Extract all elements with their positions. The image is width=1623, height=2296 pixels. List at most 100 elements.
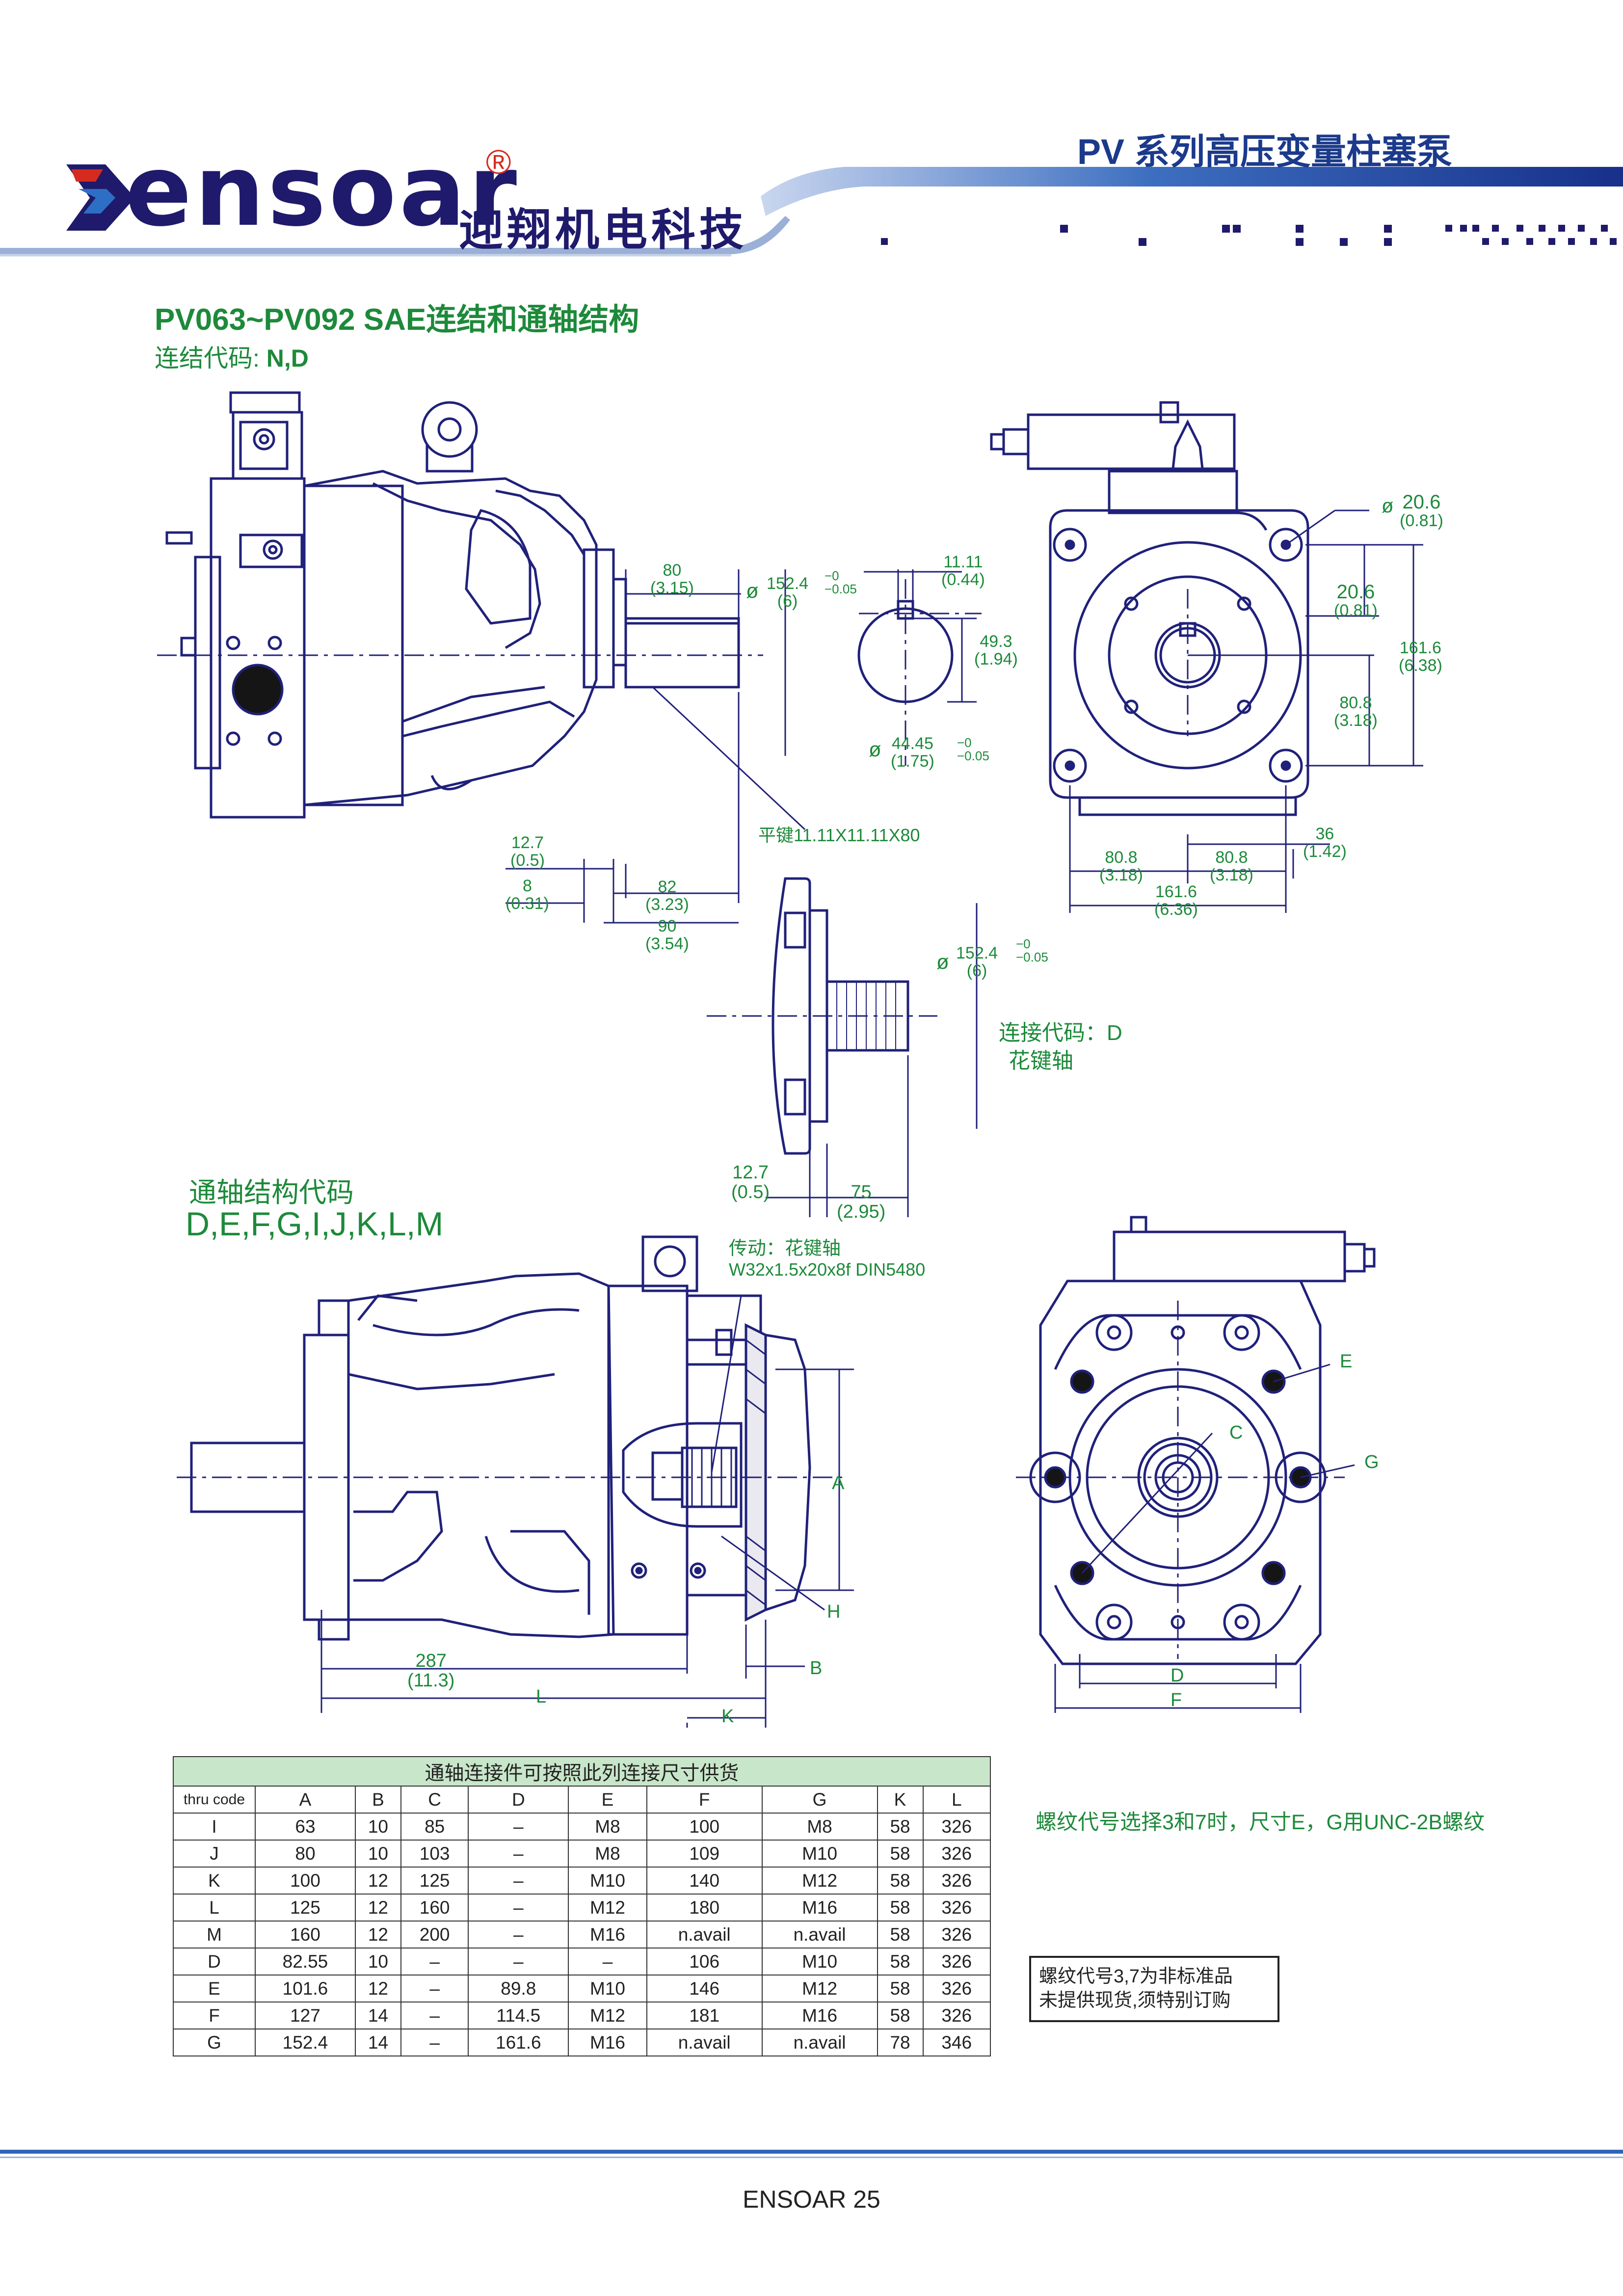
dim-808h1: 80.8(3.18) [1099,849,1143,884]
label-L: L [536,1686,547,1707]
label-G: G [1364,1452,1379,1472]
table-cell: 146 [646,1975,763,2002]
table-cell: M8 [761,1813,878,1841]
table-cell: – [468,1813,569,1841]
table-cell: 161.6 [468,2029,569,2056]
dim-75: 75(2.95) [837,1182,886,1222]
table-cell: 63 [255,1813,356,1841]
table-cell: 326 [922,1975,991,2002]
pump-side-view [165,391,740,819]
dim-493-in: (1.94) [974,649,1018,668]
table-cell: 14 [354,2029,401,2056]
drawings-bottom [177,1216,1376,1728]
thru-pump-front-view [1029,1216,1376,1665]
dim-808h1-in: (3.18) [1099,865,1143,884]
table-cell: 200 [400,1921,469,1949]
table-cell: – [400,2002,469,2029]
tol-mid-1524: −0 −0.05 [1016,936,1048,965]
col-header: E [568,1786,647,1814]
logo-wordmark: ensoar [125,134,520,248]
phi-mid-1524: ø [936,950,949,973]
key-spec: 平键11.11X11.11X80 [758,825,920,845]
dim-36-in: (1.42) [1303,842,1347,861]
dim-287: 287(11.3) [407,1651,454,1691]
spline-shaft-label: 花键轴 [1009,1049,1073,1073]
series-title: PV 系列高压变量柱塞泵 [1077,133,1453,172]
table-cell: 82.55 [255,1948,356,1976]
spline-flange-view [772,877,909,1155]
table-cell: G [173,2029,256,2056]
table-cell: F [173,2002,256,2029]
table-cell: M8 [568,1813,647,1841]
company-name: 迎翔机电科技 [459,206,747,255]
table-cell: 58 [877,2002,924,2029]
table-cell: 12 [354,1921,401,1949]
dim-mid-127-mm: 12.7 [732,1162,769,1183]
table-cell: 180 [646,1894,763,1922]
col-header: K [877,1786,924,1814]
dim-75-in: (2.95) [837,1201,886,1222]
table-cell: 58 [877,1840,924,1868]
table-cell: 326 [922,1867,991,1895]
table-cell: – [568,1948,647,1976]
dim-75-mm: 75 [851,1182,872,1202]
dim-287-mm: 287 [415,1651,447,1671]
table-cell: M [173,1921,256,1949]
table-cell: 58 [877,1975,924,2002]
table-cell: E [173,1975,256,2002]
table-caption: 通轴连接件可按照此列连接尺寸供货 [173,1756,991,1787]
registered-mark: ® [486,143,511,181]
connection-codes: N,D [266,345,309,372]
table-cell: M10 [761,1948,878,1976]
table-cell: 103 [400,1840,469,1868]
drive-spec: W32x1.5x20x8f DIN5480 [729,1259,926,1280]
table-cell: M16 [761,1894,878,1922]
table-cell: 100 [646,1813,763,1841]
table-cell: 12 [354,1867,401,1895]
dim-493: 49.3(1.94) [974,633,1018,668]
label-B: B [810,1658,823,1679]
table-cell: 100 [255,1867,356,1895]
table-cell: – [468,1921,569,1949]
dim-808v-mm: 80.8 [1339,694,1372,712]
dim-1616v: 161.6(6.38) [1399,639,1442,674]
dim-1616h-in: (6.36) [1154,900,1198,919]
table-cell: M10 [568,1975,647,2002]
page-footer: ENSOAR 25 [743,2186,880,2213]
table-cell: M8 [568,1840,647,1868]
dim-80: 80(3.15) [650,561,694,597]
table-cell: 101.6 [255,1975,356,2002]
table-cell: 160 [255,1921,356,1949]
shaft-key-view [857,569,977,703]
col-header: C [400,1786,469,1814]
dim-1111-mm: 11.11 [943,553,983,571]
logo-mark-icon [66,164,135,231]
dim-808h2: 80.8(3.18) [1210,849,1253,884]
table-cell: 140 [646,1867,763,1895]
table-cell: – [468,1948,569,1976]
table-cell: I [173,1813,256,1841]
table-cell: – [400,1948,469,1976]
table-cell: 125 [255,1894,356,1922]
table-cell: M16 [568,1921,647,1949]
table-cell: 78 [877,2029,924,2056]
table-cell: 106 [646,1948,763,1976]
header-band [0,167,1623,257]
table-cell: – [400,2029,469,2056]
dim-1616h: 161.6(6.36) [1154,883,1198,918]
dim-90-in: (3.54) [645,934,689,953]
thread-note: 螺纹代号选择3和7时，尺寸E，G用UNC-2B螺纹 [1036,1811,1485,1834]
label-E: E [1340,1351,1353,1372]
table-cell: 58 [877,1921,924,1949]
dim-82: 82(3.23) [645,878,689,913]
label-K: K [721,1706,734,1727]
nonstandard-note-box: 螺纹代号3,7为非标准品 未提供现货,须特别订购 [1029,1956,1279,2022]
dim-8-in: (0.31) [506,894,549,913]
dim-8-mm: 8 [522,877,532,895]
table-cell: 85 [400,1813,469,1841]
table-cell: n.avail [761,2029,878,2056]
thru-code-list: D,E,F,G,I,J,K,L,M [186,1205,444,1243]
